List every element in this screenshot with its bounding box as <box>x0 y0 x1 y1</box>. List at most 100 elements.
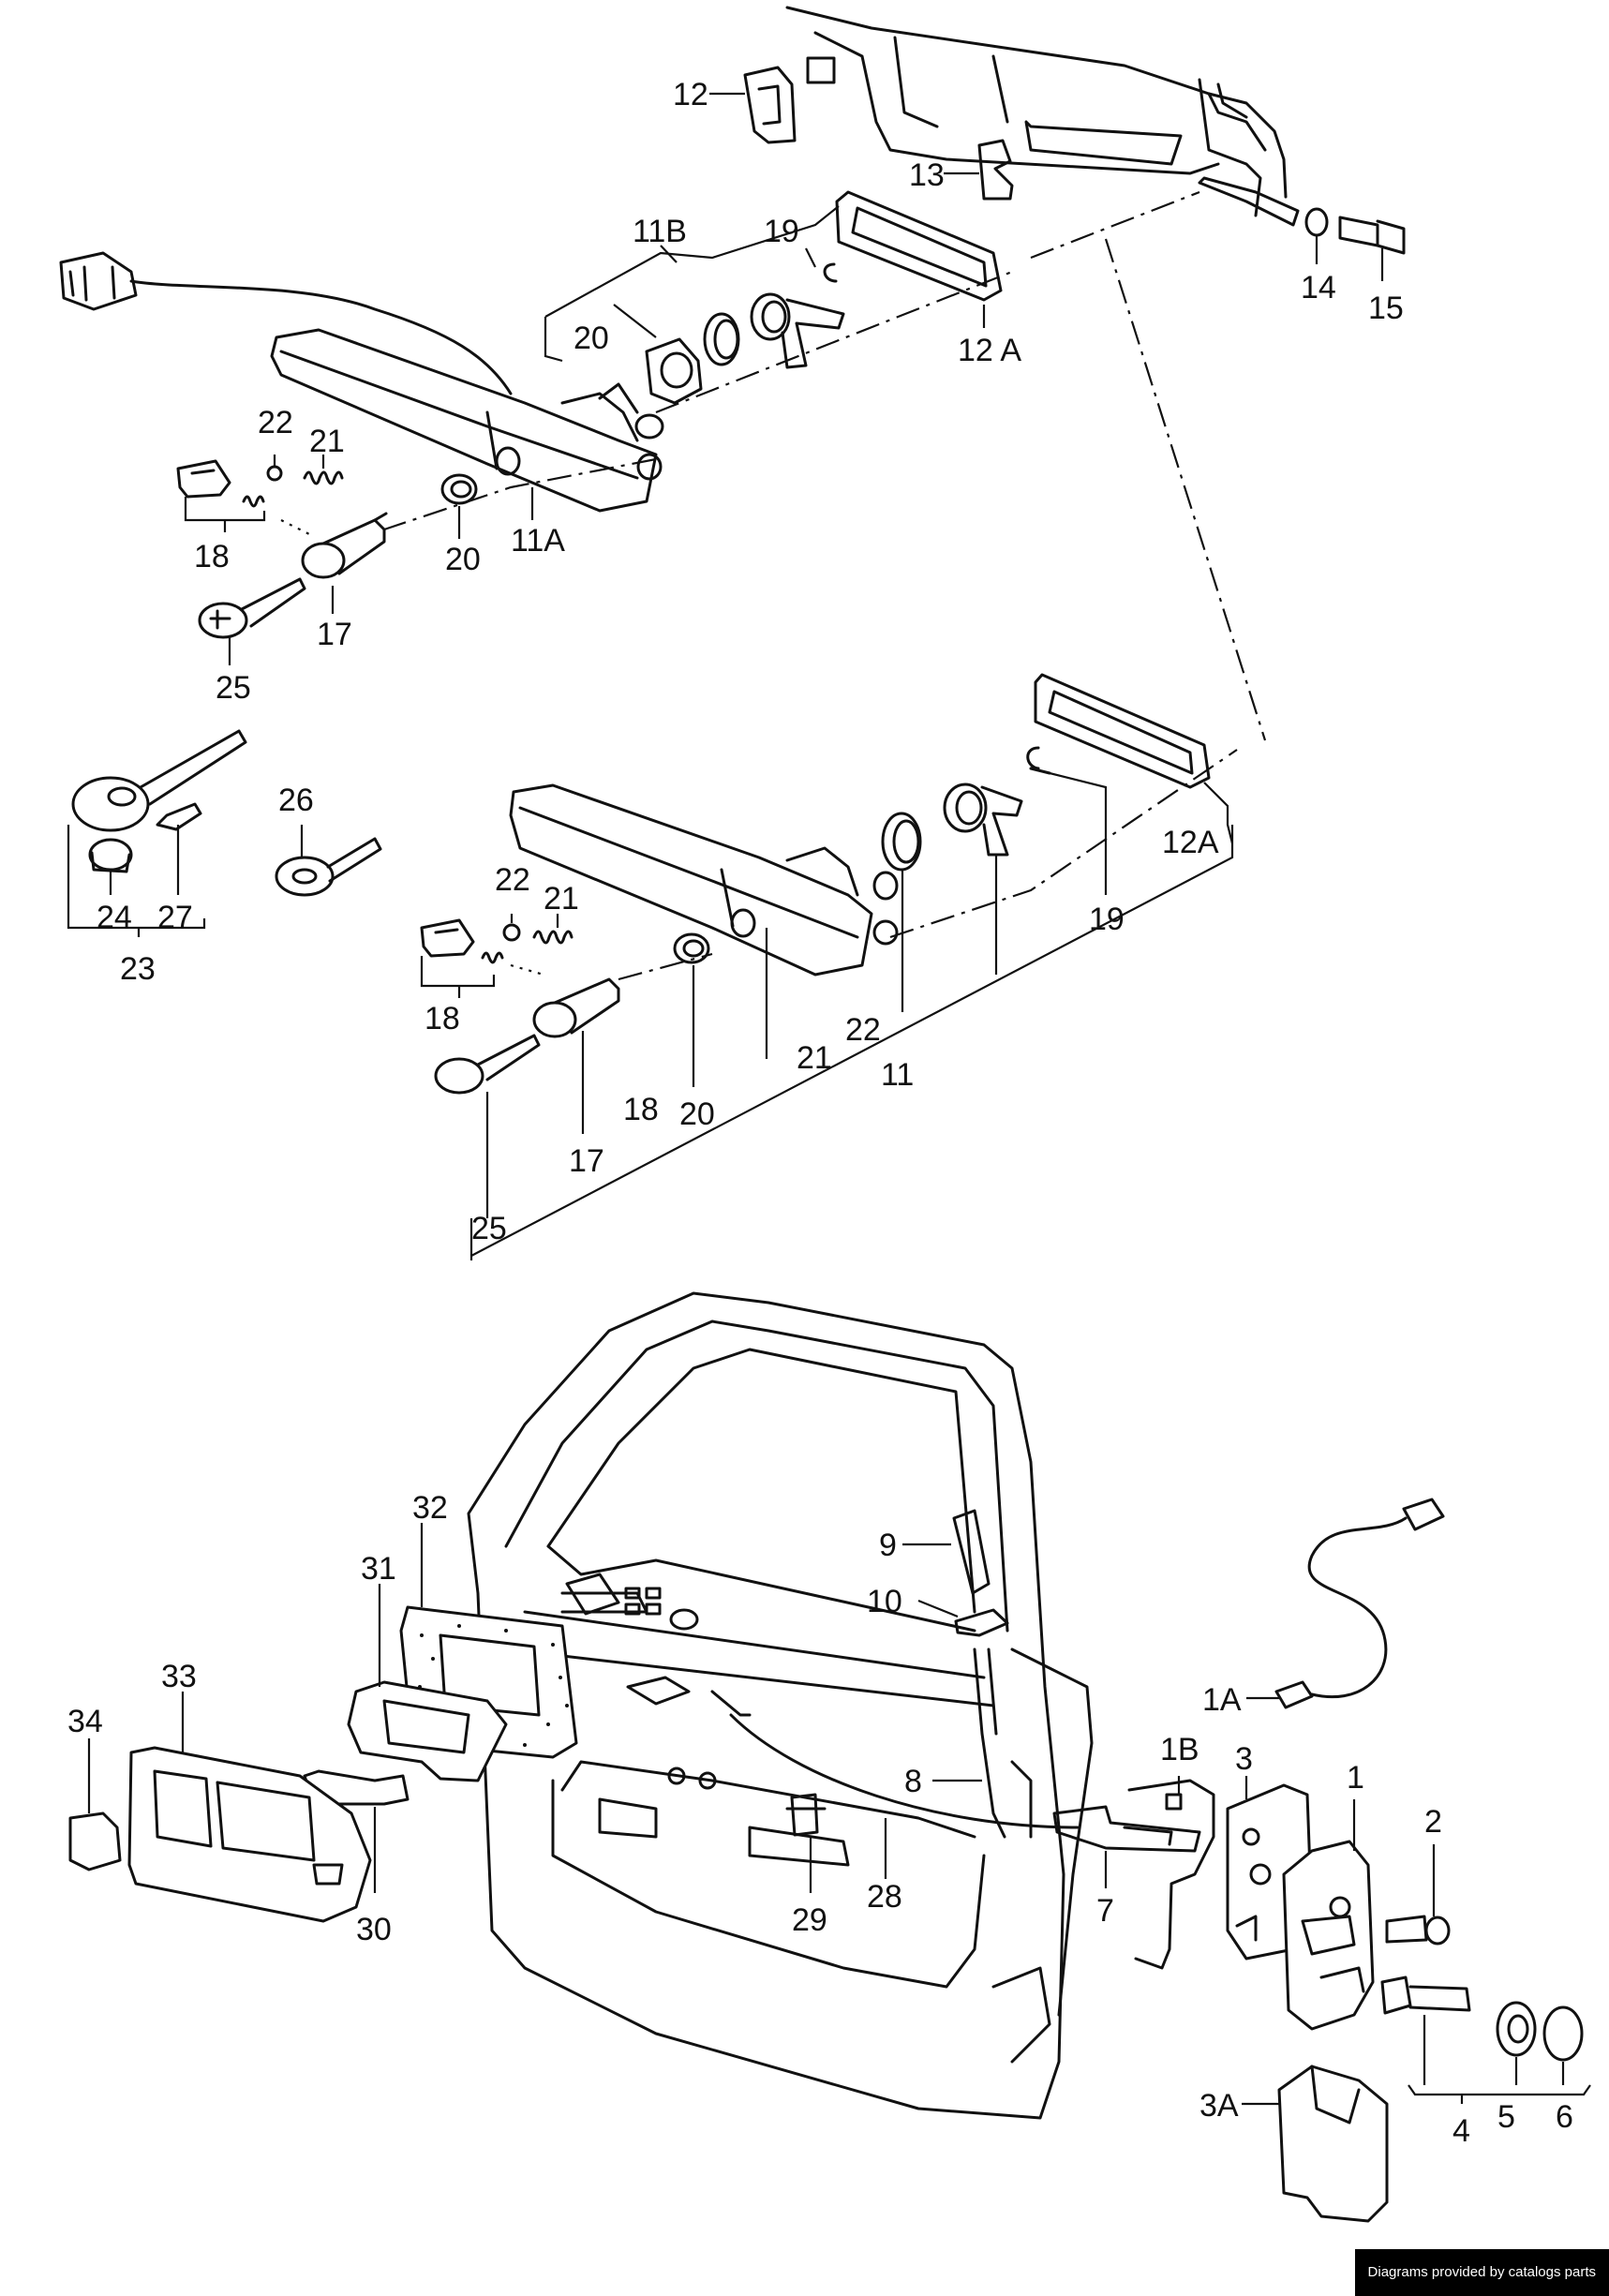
label-8: 8 <box>904 1764 922 1799</box>
label-12-top: 12 <box>673 77 708 112</box>
door-handle-11-mid <box>509 783 899 977</box>
label-18-mid: 18 <box>425 1001 460 1036</box>
label-11: 11 <box>881 1057 914 1093</box>
screw-2 <box>1385 1915 1451 1946</box>
bulb-27 <box>156 802 202 831</box>
label-18-list: 18 <box>623 1092 659 1127</box>
key-25-mid <box>434 1034 541 1095</box>
seal-20-top-a <box>645 337 703 405</box>
label-9: 9 <box>879 1528 897 1563</box>
label-17-mid: 17 <box>569 1143 604 1179</box>
label-19-top: 19 <box>764 214 799 249</box>
label-25-top: 25 <box>216 670 251 706</box>
label-21-top: 21 <box>309 424 345 459</box>
label-26: 26 <box>278 783 314 818</box>
grommet-10 <box>954 1608 1009 1637</box>
label-22-top: 22 <box>258 405 293 440</box>
label-33: 33 <box>161 1659 197 1694</box>
clip-19-top <box>823 262 838 283</box>
guide-dots-top <box>280 519 310 535</box>
label-17-top: 17 <box>317 617 352 652</box>
washer-14 <box>1304 207 1329 237</box>
wiring-harness-1A <box>1274 1498 1445 1709</box>
seal-20-top-b <box>440 473 478 505</box>
ball-22-mid <box>502 923 521 942</box>
label-30: 30 <box>356 1912 392 1947</box>
door-window-controls <box>565 1573 699 1631</box>
rod-28 <box>710 1690 1080 1829</box>
label-28: 28 <box>867 1879 902 1915</box>
lock-knob-9 <box>952 1509 991 1595</box>
label-34: 34 <box>67 1704 103 1739</box>
gasket-12A-top <box>835 190 1003 302</box>
key-blank-23 <box>71 729 247 832</box>
key-26 <box>275 837 382 897</box>
label-13: 13 <box>909 157 945 193</box>
spring-21-mid <box>532 930 574 945</box>
door-lock-1 <box>1282 1840 1375 2031</box>
label-2: 2 <box>1424 1804 1442 1840</box>
label-14: 14 <box>1301 270 1336 306</box>
label-6: 6 <box>1556 2099 1573 2135</box>
clip-19-mid <box>1026 746 1051 775</box>
label-10: 10 <box>867 1584 902 1619</box>
guide-line-mid-2 <box>618 952 713 981</box>
lock-cylinder-17-top <box>301 512 388 579</box>
guide-line-top-1 <box>655 270 1013 414</box>
label-7: 7 <box>1096 1893 1114 1929</box>
handle-housing-31 <box>347 1680 508 1782</box>
credit-banner: Diagrams provided by catalogs parts <box>1354 2249 1609 2296</box>
wafer-18-top <box>176 459 265 508</box>
seal-20-mid <box>673 932 710 964</box>
label-15: 15 <box>1368 291 1404 326</box>
label-20-mid: 20 <box>679 1096 715 1132</box>
door-handle-11A-top <box>270 328 664 513</box>
label-11A: 11A <box>511 523 565 559</box>
seal-ring-mid <box>881 812 922 872</box>
label-1A: 1A <box>1202 1682 1242 1718</box>
label-20-top-a: 20 <box>574 321 609 356</box>
cap-34 <box>68 1811 122 1871</box>
cap-6 <box>1542 2005 1584 2062</box>
label-32: 32 <box>412 1490 448 1526</box>
guide-line-top-4 <box>383 457 657 531</box>
wafer-18-mid <box>420 918 504 964</box>
trim-bezel-33 <box>127 1746 372 1923</box>
clip-13 <box>977 139 1014 201</box>
label-22-mid: 22 <box>495 862 530 898</box>
gasket-12A-mid <box>1034 673 1211 789</box>
guide-line-top-3 <box>1104 238 1267 741</box>
door-frame-top-section <box>785 6 1300 227</box>
washer-5 <box>1496 2001 1537 2057</box>
label-5: 5 <box>1497 2099 1515 2135</box>
bolt-4 <box>1380 1975 1471 2015</box>
key-25-top <box>198 577 306 639</box>
label-29: 29 <box>792 1902 827 1938</box>
bolt-15 <box>1338 216 1406 255</box>
lock-cylinder-17-mid <box>532 977 620 1038</box>
label-21-mid: 21 <box>544 881 579 917</box>
bracket-1B <box>1127 1779 1215 1970</box>
spring-21-top <box>303 470 344 485</box>
ring-11B <box>703 312 740 366</box>
label-27: 27 <box>157 900 193 935</box>
label-20-top-b: 20 <box>445 542 481 577</box>
label-19-mid: 19 <box>1089 902 1125 937</box>
door-shell <box>467 1291 1094 2120</box>
lock-housing-mid <box>943 783 1023 857</box>
bracket-7 <box>1052 1805 1201 1853</box>
ball-22-top <box>266 465 283 482</box>
label-12A-top: 12 A <box>958 333 1021 368</box>
clip-29 <box>785 1793 827 1837</box>
label-1: 1 <box>1347 1760 1364 1796</box>
label-21-list: 21 <box>797 1040 832 1076</box>
leader-lines <box>67 92 1591 2106</box>
label-24: 24 <box>97 900 132 935</box>
label-12A-mid: 12A <box>1162 825 1219 860</box>
guide-dots-mid <box>510 963 544 977</box>
label-31: 31 <box>361 1551 396 1587</box>
guide-line-top-2 <box>1030 190 1200 260</box>
label-22-list: 22 <box>845 1012 881 1048</box>
rod-8 <box>973 1647 1006 1839</box>
